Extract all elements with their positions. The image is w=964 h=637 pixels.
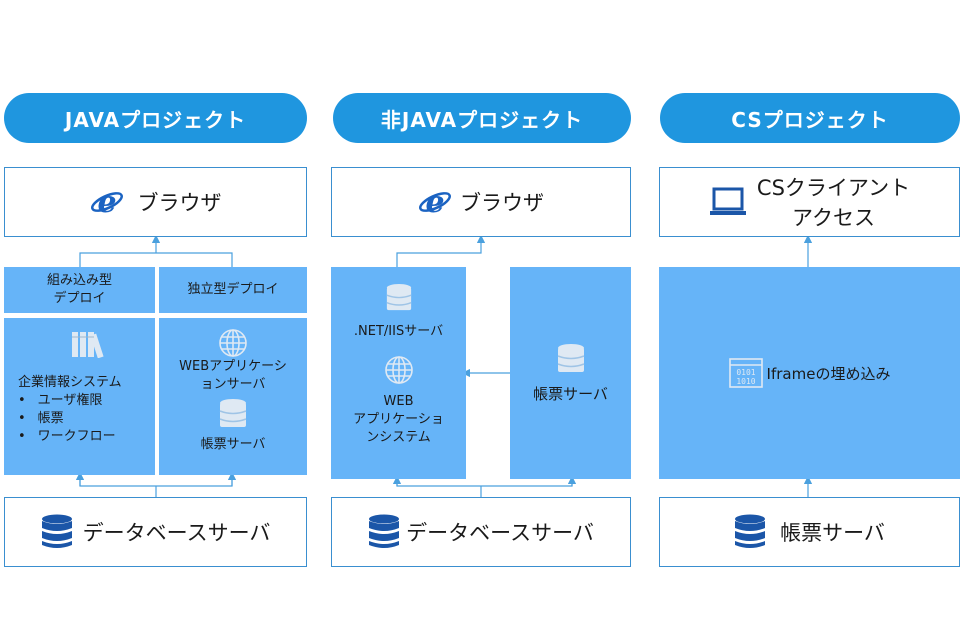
col2-db-label: データベースサーバ [406,521,594,545]
col2-title: 非JAVAプロジェクト [380,107,584,132]
col1-standalone-deploy: 独立型デプロイ [159,267,307,313]
ie-icon: e [419,185,451,219]
col1-deploy-to-browser-line [79,252,233,267]
database-icon [386,284,411,311]
laptop-icon [709,187,746,215]
col1-standalone-deploy-label: 独立型デプロイ [187,282,279,297]
col1-db-label: データベースサーバ [82,521,271,545]
svg-text:0101: 0101 [736,368,755,377]
list-item: •帳票 [18,411,64,426]
col1-embed-deploy-line2: デプロイ [53,291,106,306]
col2-db-box: データベースサーバ [331,497,631,567]
col3-client-line2: アクセス [792,206,875,230]
col2-browser-box: e ブラウザ [331,167,631,237]
database-icon [369,514,400,548]
col3-client-box: CSクライアント アクセス [659,167,960,237]
col3-report-label: 帳票サーバ [780,521,885,545]
col1-system-title: 企業情報システム [18,375,122,390]
col2-webapp-line1: WEB [383,394,414,409]
col2-webapp-line3: ンシステム [366,430,431,445]
database-icon [557,343,584,372]
col3-title-pill: CSプロジェクト [660,93,960,143]
svg-text:1010: 1010 [736,377,755,386]
col3-report-box: 帳票サーバ [659,497,960,567]
globe-icon [219,329,247,357]
col1-browser-box: e ブラウザ [4,167,307,237]
col3-title: CSプロジェクト [731,107,889,132]
svg-text:e: e [97,185,116,219]
col1-title-pill: JAVAプロジェクト [4,93,307,143]
col2-title-pill: 非JAVAプロジェクト [333,93,631,143]
col1-webapp-server: WEBアプリケーシ ョンサーバ 帳票サーバ [159,318,307,475]
col2-net-server-label: .NET/IISサーバ [353,324,444,339]
col3-client-line1: CSクライアント [756,176,911,200]
col1-db-to-apps-line [79,476,233,487]
database-icon [735,514,766,548]
col2-server-to-browser-line [396,234,486,267]
col2-report-server: 帳票サーバ [510,267,631,479]
col1-browser-label: ブラウザ [137,191,222,215]
col1-title: JAVAプロジェクト [64,107,247,132]
col1-report-server-label: 帳票サーバ [200,437,266,452]
col1-webapp-line2: ョンサーバ [200,377,266,392]
col1-embed-deploy-line1: 組み込み型 [46,273,112,288]
binary-window-icon: 0101 1010 [728,358,763,388]
database-icon [41,514,72,548]
ie-icon: e [90,185,123,219]
col2-browser-label: ブラウザ [460,191,544,215]
col2-net-server: .NET/IISサーバ WEB アプリケーショ ンシステム [331,267,466,479]
col2-report-server-label: 帳票サーバ [533,384,608,403]
col1-db-box: データベースサーバ [4,497,307,567]
books-icon [72,332,104,359]
list-item: •ワークフロー [18,429,116,444]
col3-iframe-box: 0101 1010 Iframeの埋め込み [659,267,960,479]
col1-embed-deploy: 組み込み型 デプロイ [4,267,155,313]
database-icon [219,399,247,427]
col2-webapp-line2: アプリケーショ [353,412,444,427]
col1-enterprise-system: 企業情報システム •ユーザ権限 •帳票 •ワークフロー [4,318,155,475]
svg-text:e: e [425,185,444,219]
globe-icon [384,356,413,384]
col3-iframe-label: Iframeの埋め込み [766,364,891,383]
list-item: •ユーザ権限 [18,393,103,408]
col1-webapp-line1: WEBアプリケーシ [179,359,287,374]
